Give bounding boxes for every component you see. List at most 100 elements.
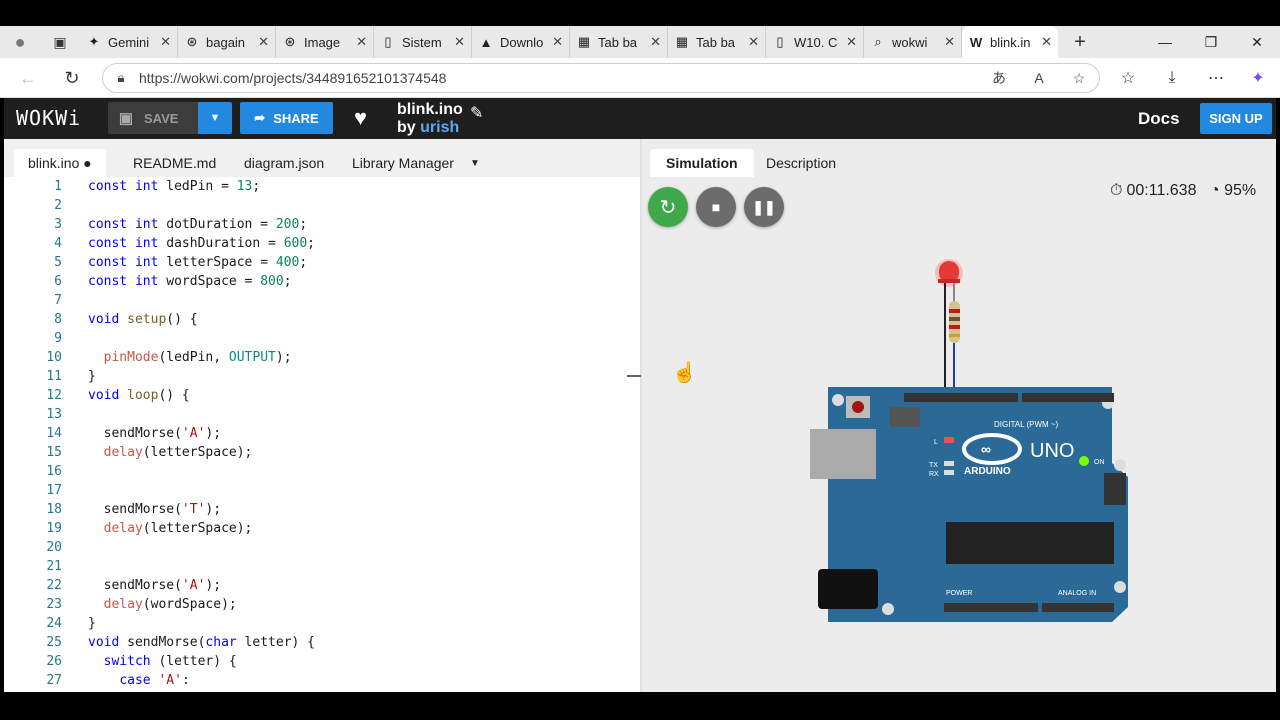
close-icon[interactable]: ✕ xyxy=(944,34,955,49)
code-line[interactable]: 23 delay(wordSpace); xyxy=(4,595,640,614)
browser-tab[interactable]: ▦Tab ba✕ xyxy=(570,26,668,58)
stop-simulation-button[interactable]: ■ xyxy=(696,187,736,227)
profile-icon[interactable]: ● xyxy=(14,31,26,52)
close-icon[interactable]: ✕ xyxy=(552,34,563,49)
code-line[interactable]: 21 xyxy=(4,557,640,576)
code-line[interactable]: 18 sendMorse('T'); xyxy=(4,500,640,519)
heart-icon[interactable]: ♥ xyxy=(354,105,368,130)
code-line[interactable]: 7 xyxy=(4,291,640,310)
code-line[interactable]: 2 xyxy=(4,196,640,215)
code-line[interactable]: 9 xyxy=(4,329,640,348)
close-icon[interactable]: ✕ xyxy=(846,34,857,49)
edit-pencil-icon[interactable]: ✎ xyxy=(470,105,484,122)
close-icon[interactable]: ✕ xyxy=(160,34,171,49)
tab-description[interactable]: Description xyxy=(766,155,837,171)
close-icon[interactable]: ✕ xyxy=(454,34,465,49)
sign-up-button[interactable]: SIGN UP xyxy=(1200,103,1272,134)
code-line[interactable]: 13 xyxy=(4,405,640,424)
code-line[interactable]: 19 delay(letterSpace); xyxy=(4,519,640,538)
code-token: 600 xyxy=(283,236,308,251)
code-line[interactable]: 22 sendMorse('A'); xyxy=(4,576,640,595)
code-line[interactable]: 14 sendMorse('A'); xyxy=(4,424,640,443)
author-link[interactable]: urish xyxy=(420,119,460,136)
code-line[interactable]: 20 xyxy=(4,538,640,557)
wokwi-logo[interactable]: WOKWi xyxy=(16,106,82,130)
copilot-icon[interactable]: ✦ xyxy=(1251,70,1265,87)
browser-tab[interactable]: ⊛Image✕ xyxy=(276,26,374,58)
translate-icon[interactable]: あ xyxy=(992,70,1006,86)
browser-tab[interactable]: ✦Gemini✕ xyxy=(80,26,178,58)
minimize-button[interactable]: — xyxy=(1158,34,1172,50)
browser-tab[interactable]: ⊛bagain✕ xyxy=(178,26,276,58)
tabs-menu-chevron-icon[interactable]: ▼ xyxy=(470,157,480,169)
tab-readme[interactable]: README.md xyxy=(133,155,217,171)
line-code: const int dashDuration = 600; xyxy=(88,236,315,251)
arduino-uno-board[interactable]: ∞ UNO ARDUINO DIGITAL (PWM ~) POWER ANAL… xyxy=(810,387,1128,622)
code-token: () { xyxy=(158,388,190,403)
restart-simulation-button[interactable]: ↻ xyxy=(648,187,688,227)
close-icon[interactable]: ✕ xyxy=(356,34,367,49)
tab-actions-icon[interactable]: ▣ xyxy=(53,33,67,50)
browser-tab-active[interactable]: W blink.in ✕ xyxy=(962,26,1058,58)
downloads-icon[interactable]: ⤓ xyxy=(1168,69,1176,86)
browser-tab[interactable]: ▯Sistem✕ xyxy=(374,26,472,58)
pause-simulation-button[interactable]: ❚❚ xyxy=(744,187,784,227)
browser-tab[interactable]: ▲Downlo✕ xyxy=(472,26,570,58)
tab-label: bagain xyxy=(206,34,246,50)
save-dropdown-chevron-icon[interactable]: ▼ xyxy=(198,102,232,134)
tab-simulation[interactable]: Simulation xyxy=(650,149,754,177)
browser-tab[interactable]: ⌕wokwi✕ xyxy=(864,26,962,58)
editor-tabs: blink.ino ● README.md diagram.json Libra… xyxy=(4,139,640,177)
code-line[interactable]: 16 xyxy=(4,462,640,481)
save-label: SAVE xyxy=(144,110,179,126)
code-line[interactable]: 24} xyxy=(4,614,640,633)
led[interactable] xyxy=(935,259,963,397)
resistor[interactable] xyxy=(949,301,960,397)
share-button[interactable]: ➦ SHARE xyxy=(240,102,333,134)
read-aloud-icon[interactable]: A xyxy=(1034,70,1044,86)
close-icon[interactable]: ✕ xyxy=(650,34,661,49)
panel-divider[interactable] xyxy=(640,139,642,692)
divider-grip[interactable] xyxy=(627,375,641,377)
code-token: (ledPin, xyxy=(158,350,229,365)
close-window-button[interactable]: ✕ xyxy=(1251,33,1263,50)
code-line[interactable]: 11} xyxy=(4,367,640,386)
circuit-diagram[interactable]: ∞ UNO ARDUINO DIGITAL (PWM ~) POWER ANAL… xyxy=(642,177,1276,692)
close-icon[interactable]: ✕ xyxy=(1041,34,1052,49)
code-line[interactable]: 26 switch (letter) { xyxy=(4,652,640,671)
line-number: 24 xyxy=(46,616,62,631)
code-line[interactable]: 10 pinMode(ledPin, OUTPUT); xyxy=(4,348,640,367)
tab-blink-ino[interactable]: blink.ino ● xyxy=(14,149,106,177)
wokwi-header: WOKWi ▣ SAVE ▼ ➦ SHARE ♥ blink.ino by ur… xyxy=(4,98,1276,139)
code-line[interactable]: 15 delay(letterSpace); xyxy=(4,443,640,462)
close-icon[interactable]: ✕ xyxy=(748,34,759,49)
code-line[interactable]: 27 case 'A': xyxy=(4,671,640,690)
browser-tab[interactable]: ▯W10. C✕ xyxy=(766,26,864,58)
restore-button[interactable]: ❐ xyxy=(1204,33,1218,50)
code-token: sendMorse( xyxy=(88,502,182,517)
more-icon[interactable]: ⋯ xyxy=(1208,70,1224,87)
reload-icon[interactable]: ↻ xyxy=(64,67,80,88)
docs-link[interactable]: Docs xyxy=(1138,109,1180,128)
favorite-star-icon[interactable]: ☆ xyxy=(1072,69,1086,86)
close-icon[interactable]: ✕ xyxy=(258,34,269,49)
tab-diagram-json[interactable]: diagram.json xyxy=(244,155,325,171)
code-token: case xyxy=(119,673,151,688)
new-tab-button[interactable]: + xyxy=(1074,30,1086,53)
back-icon[interactable]: ← xyxy=(19,67,37,88)
tab-library-manager[interactable]: Library Manager xyxy=(352,155,454,171)
favorites-icon[interactable]: ☆ xyxy=(1120,70,1136,87)
browser-tab[interactable]: ▦Tab ba✕ xyxy=(668,26,766,58)
save-button[interactable]: ▣ SAVE xyxy=(108,102,198,134)
address-bar[interactable]: 🔒︎ https://wokwi.com/projects/3448916521… xyxy=(102,63,1100,93)
code-line[interactable]: 17 xyxy=(4,481,640,500)
